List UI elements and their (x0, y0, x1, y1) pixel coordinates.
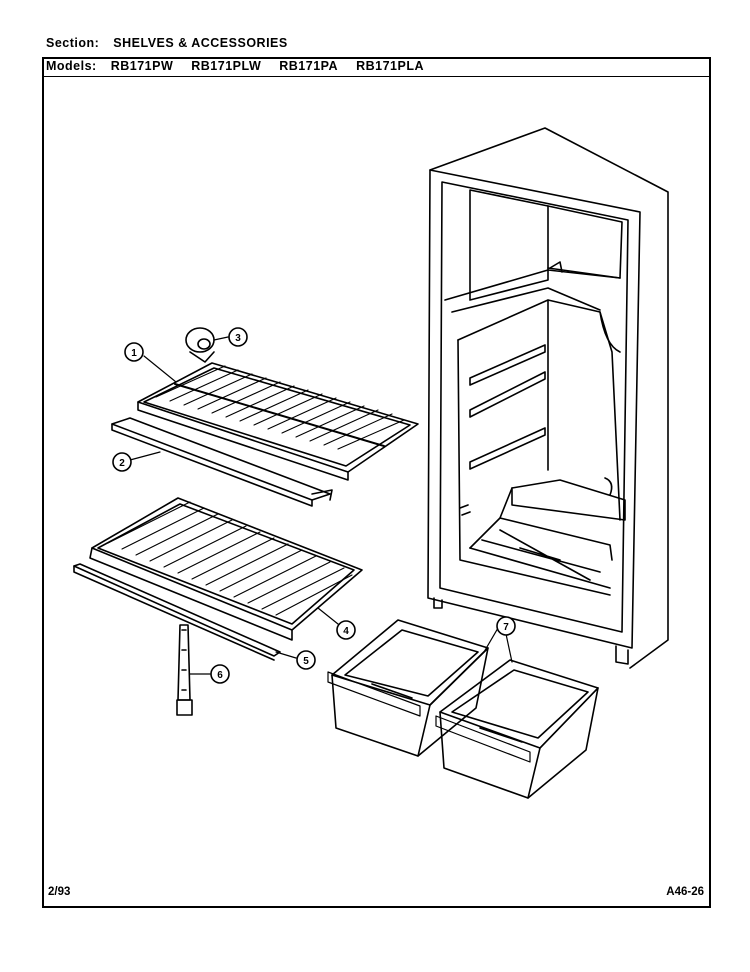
callout-6: 6 (210, 664, 230, 684)
section-label: Section: (46, 36, 100, 50)
svg-text:2: 2 (119, 458, 125, 469)
shelf-clip (185, 327, 215, 363)
model-4: RB171PLA (356, 59, 424, 73)
model-2: RB171PLW (191, 59, 262, 73)
callout-2: 2 (112, 452, 132, 472)
lower-shelf-trim (73, 563, 281, 661)
footer-code: A46-26 (666, 886, 704, 898)
svg-text:5: 5 (303, 656, 309, 667)
header-rule (42, 76, 711, 77)
adjusting-rod (176, 624, 193, 716)
callout-leaders (129, 336, 513, 675)
shelf-trim (111, 417, 333, 507)
callout-7: 7 (496, 616, 516, 636)
refrigerator-cabinet (427, 127, 669, 669)
callout-1: 1 (124, 342, 144, 362)
svg-text:4: 4 (343, 626, 349, 637)
diagram-frame (42, 57, 711, 908)
svg-text:6: 6 (217, 670, 223, 681)
section-line: Section: SHELVES & ACCESSORIES (46, 36, 288, 50)
upper-wire-shelf (137, 362, 419, 481)
svg-text:7: 7 (503, 622, 509, 633)
model-1: RB171PW (110, 59, 174, 73)
svg-text:1: 1 (131, 348, 137, 359)
callout-4: 4 (336, 620, 356, 640)
models-label: Models: (46, 59, 97, 73)
lower-wire-shelf (89, 497, 363, 641)
svg-text:3: 3 (235, 333, 241, 344)
model-3: RB171PA (279, 59, 339, 73)
footer-date: 2/93 (48, 886, 71, 898)
crisper-pan-left (327, 619, 489, 757)
models-line: Models: RB171PW RB171PLW RB171PA RB171PL… (46, 59, 438, 73)
callout-3: 3 (228, 327, 248, 347)
crisper-pan-right (435, 659, 599, 799)
section-value: SHELVES & ACCESSORIES (113, 36, 288, 50)
callout-5: 5 (296, 650, 316, 670)
